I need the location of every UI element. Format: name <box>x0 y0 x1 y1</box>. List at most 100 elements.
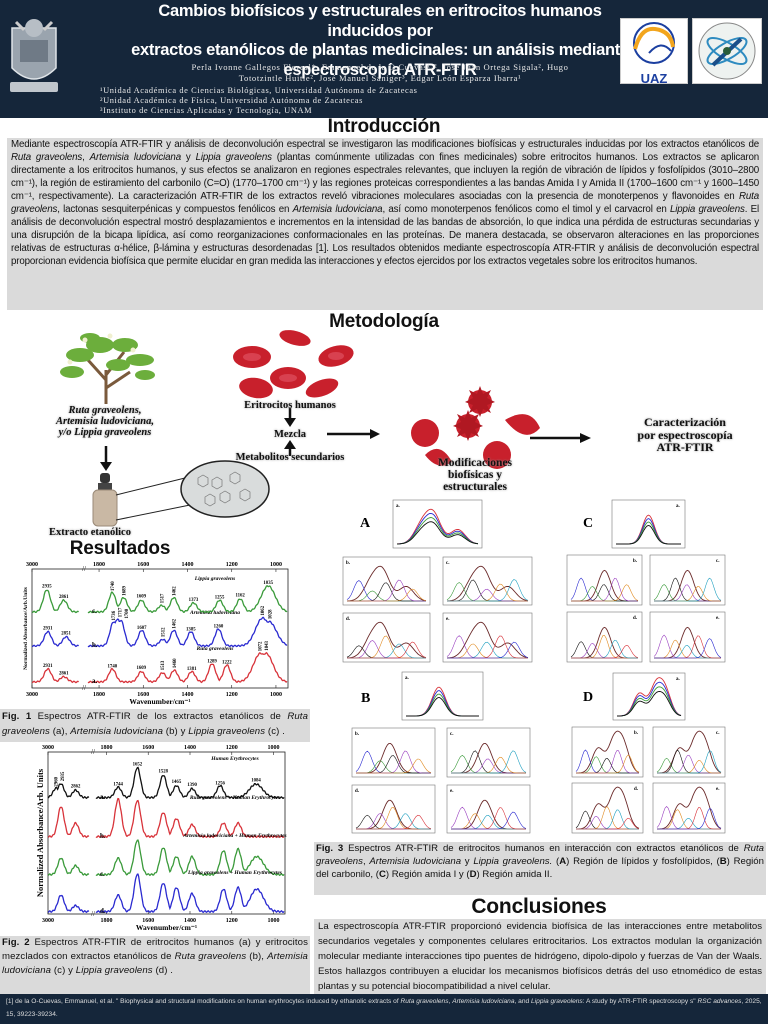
deconvolution-band <box>347 641 427 659</box>
series-letter: c. <box>92 607 97 615</box>
peak-label: 1390 <box>187 783 197 788</box>
plot-frame <box>47 751 286 915</box>
subplot-letter: e. <box>450 789 454 794</box>
subplot-frame <box>342 612 431 663</box>
text-segment: Espectros ATR-FTIR de eritrocitos humano… <box>343 843 744 854</box>
chemical-structures-bubble <box>180 460 270 518</box>
italic-text: Ruta graveolens <box>400 998 449 1005</box>
deconvolution-band <box>356 758 432 774</box>
italic-text: Lippia graveolens <box>670 204 745 216</box>
subplot-letter: e. <box>716 616 720 621</box>
series-letter: a. <box>92 677 98 685</box>
peak-label: 1689 <box>122 586 127 596</box>
spectrum-line <box>617 690 682 717</box>
text-segment: Espectros ATR-FTIR de los extractos etan… <box>31 711 288 722</box>
poster-title: Cambios biofísicos y estructurales en er… <box>120 2 640 80</box>
spectrum-line <box>397 512 479 545</box>
x-axis-label: Wavenumber/cm⁻¹ <box>136 923 197 932</box>
italic-text: Lippia graveolens <box>75 965 153 976</box>
x-tick-label-top: 3000 <box>42 745 54 751</box>
subplot-frame <box>446 784 531 834</box>
text-segment: (a), <box>49 726 71 737</box>
text-segment: ) Región de lípidos y fosfolípidos, ( <box>566 856 720 867</box>
bold-text: A <box>559 856 567 867</box>
italic-text: Artemisia ludoviciana <box>70 726 164 737</box>
italic-text: RSC advances <box>697 998 742 1005</box>
title-line: Cambios biofísicos y estructurales en er… <box>158 2 602 40</box>
subplot-letter: d. <box>634 787 639 792</box>
series-name: Ruta graveolens <box>196 646 234 652</box>
series-letter: d. <box>100 907 106 915</box>
callout-line <box>115 504 191 521</box>
italic-text: Artemisia ludoviciana <box>369 856 462 867</box>
subplot-letter: c. <box>716 731 720 736</box>
peak-label: 1255 <box>215 595 225 600</box>
peak-label: 1256 <box>215 781 225 786</box>
deconvolution-band <box>657 808 722 830</box>
fig3-deconvolution-panels: Aa.b.c.d.e.Ba.b.c.d.e.Ca.b.c.d.e.Da.b.c.… <box>342 499 726 834</box>
text-segment: ) Región del carbonilo, ( <box>316 856 764 880</box>
x-tick-label-top: 1200 <box>226 562 238 568</box>
results-title: Resultados <box>69 538 171 559</box>
peak-label: 1513 <box>161 660 166 670</box>
text-segment: (b) y <box>163 726 189 737</box>
subplot-frame <box>446 727 531 778</box>
text-segment: ( <box>552 856 560 867</box>
subplot-frame <box>442 612 533 663</box>
subplot-letter: b. <box>634 731 639 736</box>
peak-label: 2935 <box>61 771 66 781</box>
text-segment: y <box>461 856 474 867</box>
italic-text: Ruta graveolens <box>11 152 83 164</box>
deconvolution-band <box>451 811 527 830</box>
affiliation: ³Instituto de Ciencias Aplicadas y Tecno… <box>100 106 313 115</box>
affiliations: ¹Unidad Académica de Ciencias Biológicas… <box>100 86 418 116</box>
x-tick-label-top: 1800 <box>93 562 105 568</box>
deconvolution-band <box>654 577 722 602</box>
deconvolution-band <box>657 750 722 774</box>
peak-label: 1460 <box>173 658 178 668</box>
deconvolution-band <box>576 817 640 830</box>
x-tick-label: 1000 <box>270 692 282 698</box>
poster-header: Cambios biofísicos y estructurales en er… <box>0 0 768 118</box>
fig1-spectra-chart: 3000300018001800160016001400140012001200… <box>23 562 289 706</box>
peak-label: 1717 <box>118 607 123 617</box>
series-name: Lippia graveolens <box>194 576 235 582</box>
subplot-letter: e. <box>716 787 720 792</box>
authors: Perla Ivonne Gallegos Flores¹*, Emmanuel… <box>100 62 660 84</box>
subplot-letter: a. <box>676 504 681 509</box>
deconvolution-band <box>356 814 432 830</box>
spectrum-line <box>87 585 288 614</box>
spectrum-line <box>95 766 285 800</box>
fig2-caption: Fig. 2 Espectros ATR-FTIR de eritrocitos… <box>0 936 310 994</box>
methodology-title: Metodología <box>329 311 439 332</box>
panel-label: A <box>360 516 371 531</box>
spectrum-line <box>47 894 90 914</box>
bold-text: B <box>719 856 727 867</box>
peak-label: 1740 <box>111 581 116 591</box>
axis-break-mark: // <box>82 565 86 573</box>
modified-cells-illustration <box>411 386 540 469</box>
x-axis-label: Wavenumber/cm⁻¹ <box>129 697 190 706</box>
italic-text: Lippia graveolens. <box>473 856 553 867</box>
text-segment: ) Región amida II. <box>476 869 553 880</box>
subplot-frame <box>442 556 533 606</box>
affiliation: ²Unidad Académica de Física, Universidad… <box>100 96 363 105</box>
affiliation: ¹Unidad Académica de Ciencias Biológicas… <box>100 86 418 95</box>
spectrum-line <box>346 565 427 602</box>
spectrum-line <box>95 797 285 839</box>
spectrum-line <box>657 730 722 774</box>
x-tick-label-top: 1400 <box>184 745 196 751</box>
arrow-head <box>284 418 296 427</box>
plot-frame <box>31 568 289 689</box>
spectrum-line <box>31 589 80 614</box>
spectrum-line <box>31 667 80 684</box>
spectrum-line <box>396 508 479 545</box>
label-line: Modificaciones <box>437 457 513 469</box>
peak-label: 1744 <box>113 783 123 788</box>
series-letter: a. <box>100 793 106 801</box>
dropper-bottle-icon <box>92 473 118 527</box>
x-tick-label: 3000 <box>42 918 54 924</box>
peak-label: 1035 <box>263 581 273 586</box>
panel-label: C <box>583 516 593 531</box>
spectrum-line <box>446 621 529 659</box>
